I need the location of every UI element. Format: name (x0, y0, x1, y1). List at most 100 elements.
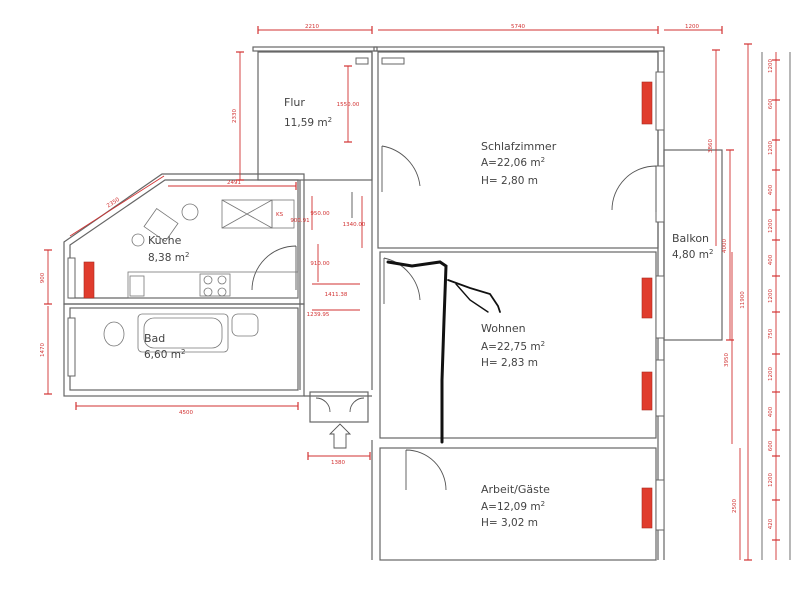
room-labels: Flur 11,59 m2 Schlafzimmer A=22,06 m2 H=… (144, 96, 713, 529)
wall-balkon (663, 149, 723, 341)
window-wohnen-2 (655, 359, 665, 417)
radiator-wohnen (641, 277, 653, 319)
dim-bottom-4500: 4500 (179, 410, 193, 416)
ruler-4: 1200 (768, 219, 774, 233)
ruler-11: 1200 (768, 473, 774, 487)
dim-right-11900: 11900 (740, 291, 746, 309)
hand-line-branch (447, 279, 501, 313)
door-schlaf-balkon (611, 165, 657, 212)
door-arbeit (405, 449, 447, 491)
room-bad-area: 6,60 m2 (144, 348, 185, 361)
radiator-wohnen-2 (641, 371, 653, 411)
bath-sink (231, 313, 259, 337)
dim-left-900: 900 (40, 272, 46, 283)
wall-kueche-outer (63, 173, 305, 305)
radiator-arbeit (641, 487, 653, 529)
dim-right-3950: 3950 (724, 353, 730, 367)
dim-kitchen-1411: 1411.38 (325, 292, 348, 298)
wall-flur-top (252, 46, 378, 52)
radiator-kueche (83, 261, 95, 299)
room-schlafzimmer-height: H= 2,80 m (481, 175, 538, 187)
room-kueche-name: Küche (148, 234, 182, 247)
doors (251, 145, 657, 491)
ruler-2: 1200 (768, 141, 774, 155)
stove (199, 273, 231, 297)
entrance-frame (309, 391, 369, 423)
room-balkon-area: 4,80 m2 (672, 248, 713, 261)
entrance-arrow-icon (328, 423, 352, 449)
dim-flur-inner: 1550.00 (337, 102, 360, 108)
window-schlaf (655, 71, 665, 131)
wall-bad-outer (63, 303, 305, 397)
bath-fixtures (103, 313, 259, 353)
room-arbeit-area: A=12,09 m2 (481, 500, 545, 513)
dim-left-1470: 1470 (40, 343, 46, 357)
window-kueche (67, 257, 76, 299)
room-balkon-name: Balkon (672, 232, 709, 245)
kitchen-fixtures (127, 199, 299, 299)
dimension-lines (44, 26, 791, 561)
kitchen-sink (143, 207, 179, 243)
wall-schlaf-top (373, 46, 665, 52)
wall-wohnen (379, 251, 657, 439)
room-arbeit-name: Arbeit/Gäste (481, 483, 550, 496)
wall-kueche (69, 179, 299, 299)
ruler-7: 750 (768, 328, 774, 339)
door-entrance (315, 397, 365, 413)
ruler-12: 420 (768, 518, 774, 529)
dim-kitchen-910: 910.00 (310, 261, 330, 267)
ruler-0: 1200 (768, 59, 774, 73)
walls (63, 46, 723, 561)
counter (127, 271, 299, 299)
ruler-10: 600 (768, 440, 774, 451)
dim-kitchen-950: 950.00 (310, 211, 330, 217)
kitchen-plate-2 (131, 233, 145, 247)
hand-drawn-marks (386, 260, 501, 444)
door-kueche (251, 245, 297, 291)
door-wohnen (383, 257, 421, 304)
room-flur-name: Flur (284, 96, 305, 109)
room-wohnen-area: A=22,75 m2 (481, 340, 545, 353)
hand-line-branch-2 (455, 283, 489, 313)
kitchen-plate (181, 203, 199, 221)
room-wohnen-height: H= 2,83 m (481, 357, 538, 369)
ruler-9: 400 (768, 406, 774, 417)
ruler-3: 400 (768, 184, 774, 195)
dim-bath-1239: 1239.95 (307, 312, 330, 318)
dim-right-3860: 3860 (708, 139, 714, 153)
hand-line-main (386, 260, 448, 444)
room-bad-name: Bad (144, 332, 165, 345)
ruler-8: 1200 (768, 367, 774, 381)
window-flur (381, 57, 405, 65)
dim-right-2500: 2500 (732, 499, 738, 513)
room-schlafzimmer-name: Schlafzimmer (481, 140, 557, 153)
bathtub (137, 313, 229, 353)
toilet (103, 321, 125, 347)
dim-flur-left: 2330 (232, 109, 238, 123)
wall-flur (257, 51, 373, 181)
fridge (271, 199, 295, 229)
window-schlaf-2 (655, 165, 665, 223)
room-flur-area: 11,59 m2 (284, 116, 332, 129)
dim-kitchen-1340: 1340.00 (343, 222, 366, 228)
room-kueche-area: 8,38 m2 (148, 251, 189, 264)
window-wohnen (655, 275, 665, 339)
dim-right-4000: 4000 (722, 239, 728, 253)
dim-top-flur: 2210 (305, 24, 319, 30)
ruler-1: 600 (768, 98, 774, 109)
kueche-ks-label: KS (276, 212, 284, 218)
radiator-schlaf (641, 81, 653, 125)
radiators (83, 81, 653, 529)
door-schlaf (381, 145, 421, 192)
dim-kitchen-top: 2491 (227, 180, 241, 186)
dim-top-schlaf: 5740 (511, 24, 525, 30)
dim-bottom-1380: 1380 (331, 460, 345, 466)
room-wohnen-name: Wohnen (481, 322, 526, 335)
ruler-6: 1200 (768, 289, 774, 303)
dim-kitchen-900: 900.91 (290, 218, 309, 224)
ruler-5: 400 (768, 254, 774, 265)
dim-top-balkon: 1200 (685, 24, 699, 30)
room-schlafzimmer-area: A=22,06 m2 (481, 156, 545, 169)
oven (129, 275, 145, 297)
room-arbeit-height: H= 3,02 m (481, 517, 538, 529)
